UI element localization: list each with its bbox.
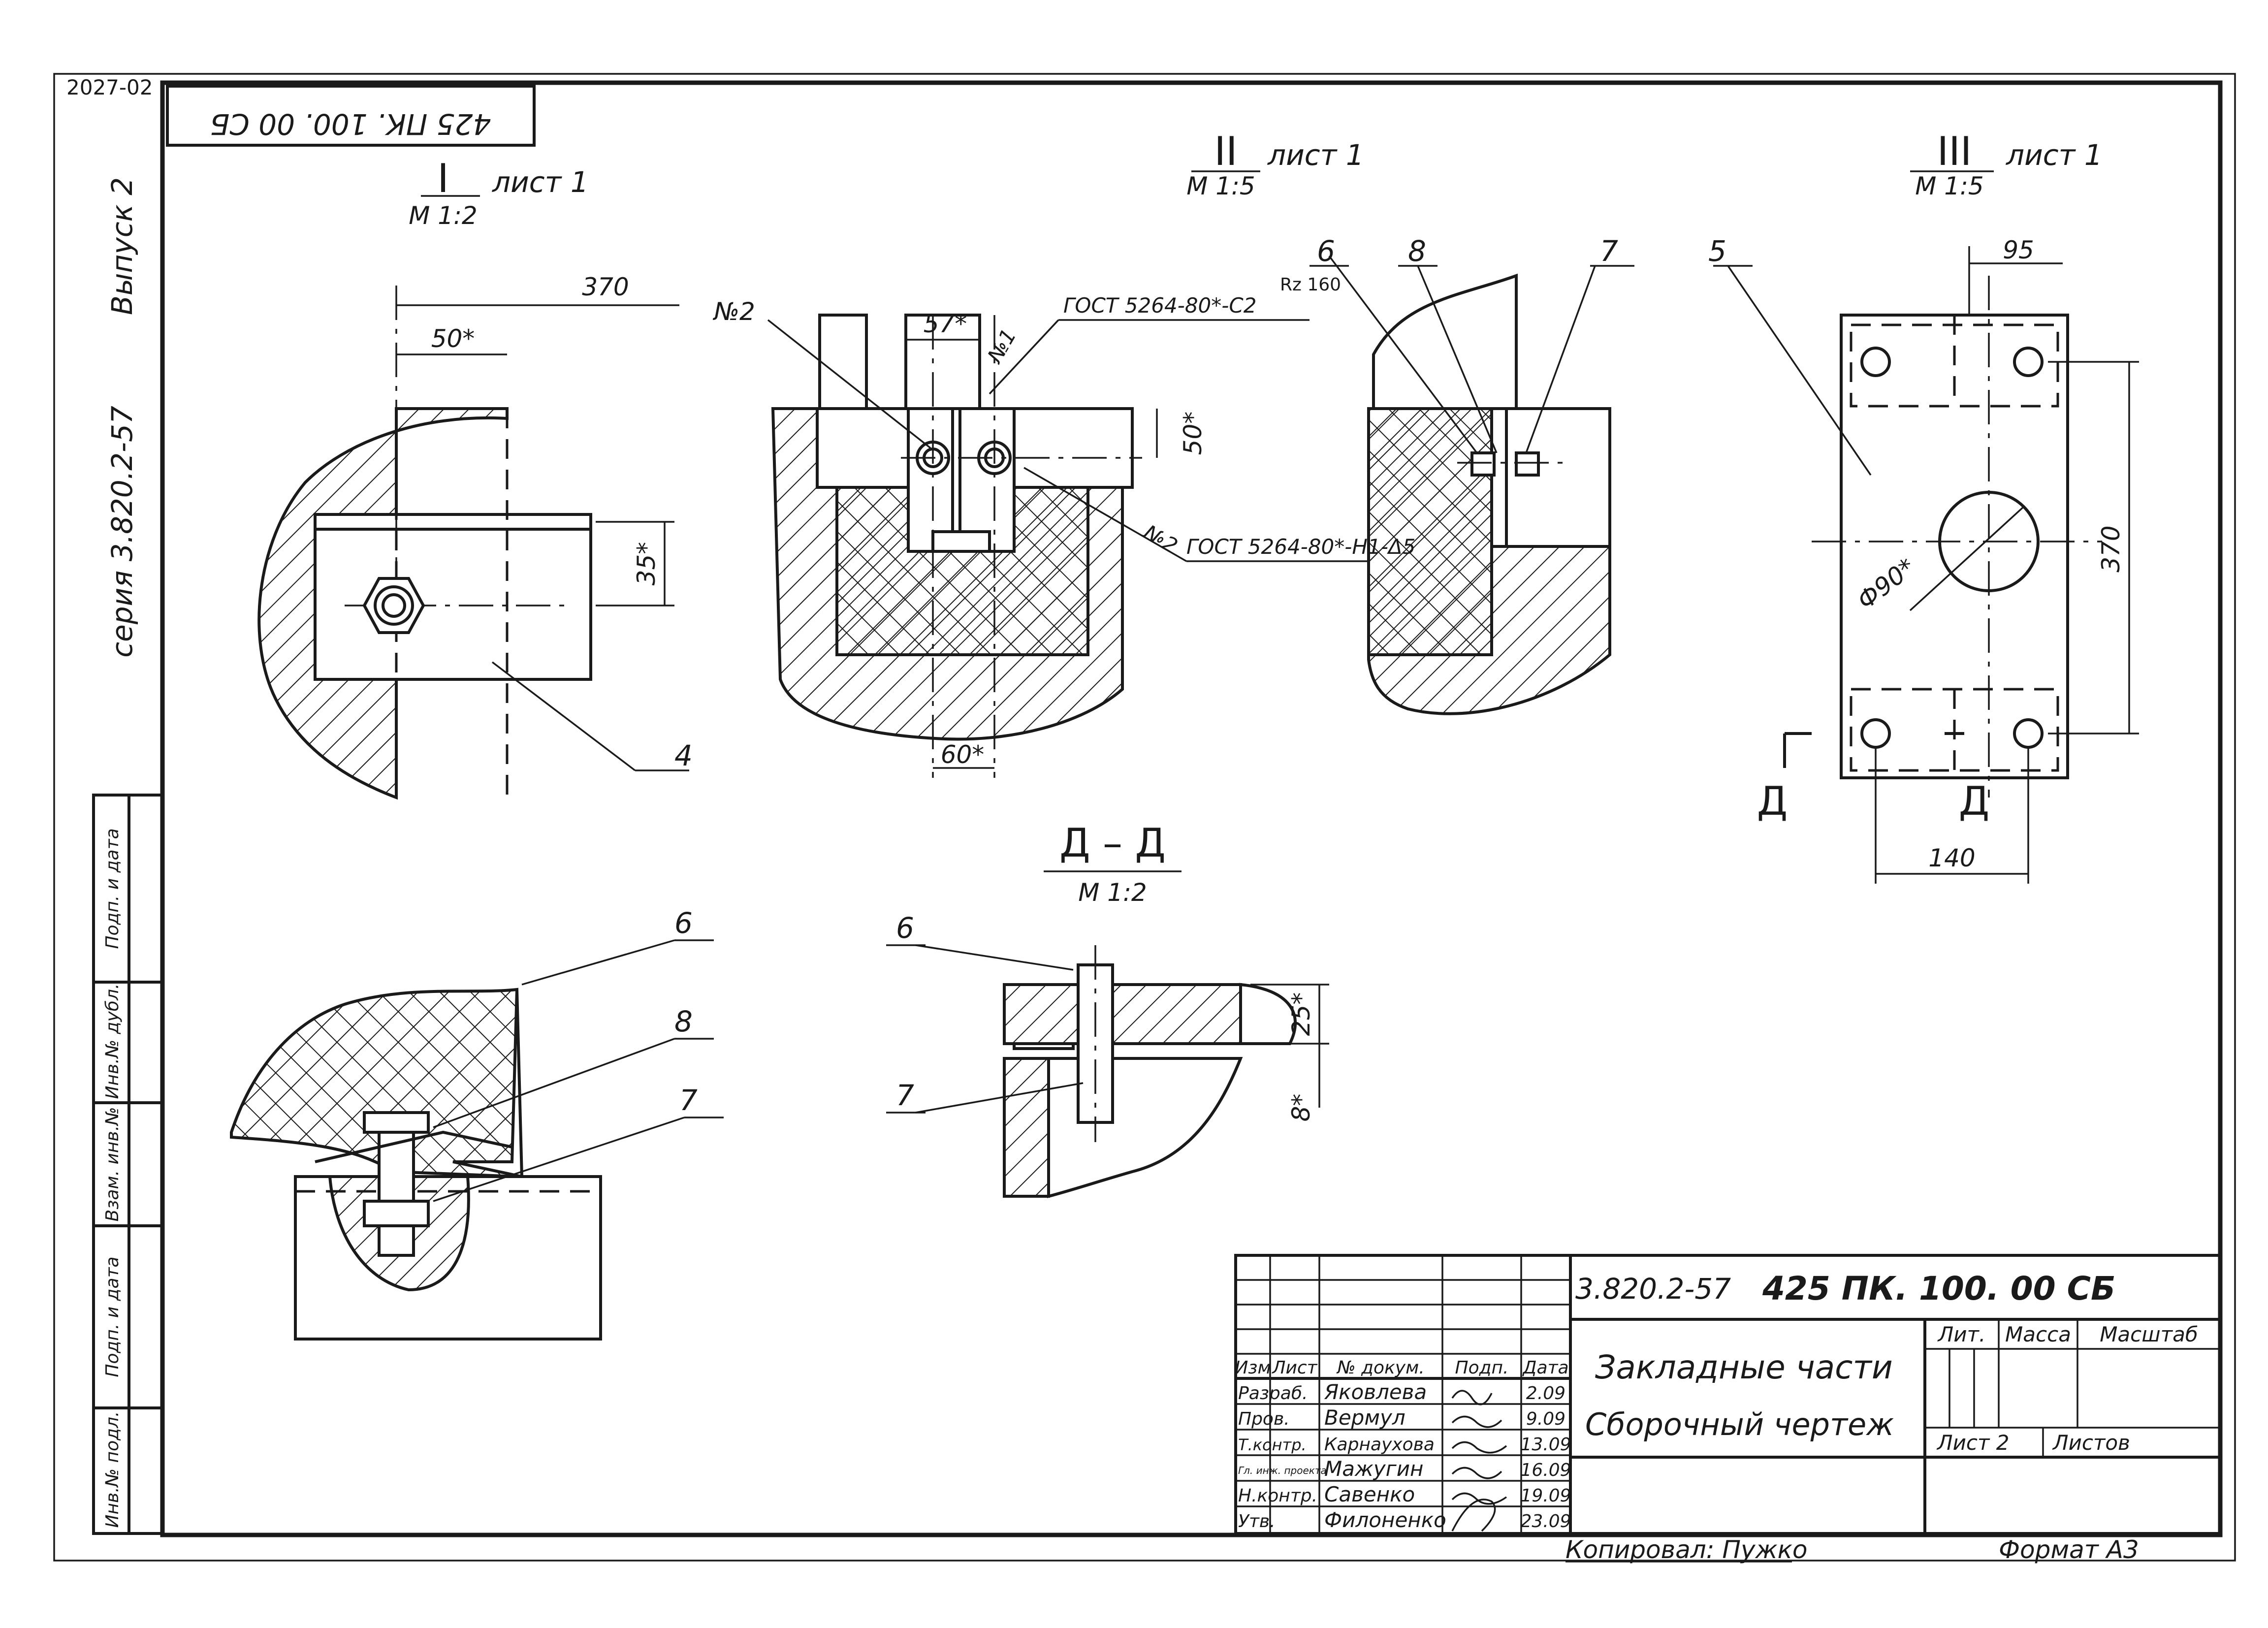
view-2-mark-no1: №1	[982, 325, 1021, 368]
view-1-scale: М 1:2	[409, 201, 478, 230]
view-4-callout-7: 7	[679, 1084, 698, 1117]
tb-row-role: Пров.	[1238, 1409, 1290, 1429]
title-block: 3.820.2-57 425 ПК. 100. 00 СБ Закладные …	[1234, 1254, 2222, 1535]
top-stamp-text: 425 ПК. 100. 00 СБ	[210, 107, 491, 141]
copied-by: Копировал: Пужко	[1565, 1535, 1807, 1564]
section-dd-dim-8: 8*	[1287, 1094, 1315, 1122]
sheet-corner-code: 2027-02	[66, 75, 153, 99]
view-3-label: III лист 1 М 1:5	[1910, 128, 2103, 200]
tb-sheet: Лист 2	[1936, 1431, 2010, 1455]
tb-hdr-list: Лист	[1271, 1358, 1317, 1378]
tb-series-code: 3.820.2-57	[1575, 1272, 1731, 1306]
svg-text:II: II	[1214, 128, 1237, 174]
margin-col-vzam-inv: Взам. инв.№	[102, 1107, 123, 1222]
tb-hdr-izm: Изм	[1235, 1358, 1271, 1378]
section-dd-callout-7: 7	[896, 1079, 914, 1112]
view-1-dim-50: 50*	[431, 324, 475, 353]
detail-callout-7: 7	[1600, 234, 1618, 268]
view-3-scale: М 1:5	[1915, 172, 1984, 200]
view-2-dim-57: 57*	[924, 310, 967, 338]
tb-hdr-sign: Подп.	[1455, 1358, 1509, 1378]
section-dd-title: Д – Д	[1059, 820, 1166, 866]
tb-row-name: Савенко	[1324, 1482, 1415, 1506]
tb-document-code: 425 ПК. 100. 00 СБ	[1762, 1270, 2115, 1308]
issue-label: Выпуск 2	[105, 177, 139, 315]
series-label: серия 3.820.2-57	[105, 406, 139, 658]
tb-row-role: Т.контр.	[1238, 1436, 1307, 1454]
section-dd-dim-25: 25*	[1287, 992, 1315, 1036]
tb-row-role: Н.контр.	[1238, 1486, 1317, 1506]
top-stamp: 425 ПК. 100. 00 СБ	[166, 85, 536, 147]
detail-callout-8: 8	[1408, 234, 1426, 268]
tb-row-role: Разраб.	[1238, 1383, 1308, 1404]
margin-col-inv-podl: Инв.№ подл.	[102, 1411, 123, 1528]
view-2-weld-top: ГОСТ 5264-80*-С2	[1063, 293, 1256, 318]
view-1-beam	[314, 513, 592, 681]
view-detail: 6 8 7	[1310, 234, 1634, 715]
outer-border	[53, 73, 2236, 1562]
section-dd-callout-6: 6	[896, 911, 914, 945]
view-2: II лист 1 М 1:5 57* 50* 60* №2 №1	[712, 128, 1415, 778]
tb-mass: Масса	[2005, 1322, 2071, 1346]
svg-text:лист 1: лист 1	[1267, 138, 1364, 172]
tb-row-name: Вермул	[1324, 1405, 1406, 1430]
view-3: III лист 1 М 1:5 95 370 140 Ф90*	[1708, 128, 2139, 884]
tb-row-date: 9.09	[1526, 1409, 1565, 1429]
tb-row-name: Карнаухова	[1324, 1435, 1435, 1455]
tb-row-name: Яковлева	[1324, 1380, 1427, 1404]
view-2-roughness: Rz 160	[1280, 275, 1341, 295]
tb-row-role: Гл. инж. проекта	[1238, 1465, 1327, 1476]
margin-col-podp-data-1: Подп. и дата	[102, 1256, 123, 1377]
detail-callout-6: 6	[1317, 234, 1335, 268]
tb-row-role: Утв.	[1238, 1511, 1276, 1532]
tb-title-line2: Сборочный чертеж	[1585, 1406, 1894, 1442]
svg-text:I: I	[437, 156, 449, 201]
view-1-callout-4: 4	[674, 739, 693, 772]
view-1-dim-35: 35*	[632, 542, 661, 586]
view-2-mark-no2b: №2	[1139, 519, 1182, 558]
view-2-scale: М 1:5	[1186, 172, 1255, 200]
tb-hdr-doc: № докум.	[1336, 1358, 1424, 1378]
view-1: I лист 1 М 1:2 370 50* 35* 4	[257, 156, 693, 800]
left-margin-stamp: Инв.№ подл. Подп. и дата Взам. инв.№ Инв…	[92, 794, 164, 1535]
view-3-callout-5: 5	[1708, 234, 1726, 268]
view-3-section-mark-right: Д	[1959, 778, 1990, 824]
margin-col-inv-dubl: Инв.№ дубл.	[102, 984, 123, 1099]
tb-signatures	[1451, 1390, 1507, 1532]
view-3-dim-370: 370	[2097, 525, 2125, 572]
format-label: Формат А3	[1999, 1535, 2139, 1564]
view-2-mark-no2: №2	[712, 297, 755, 326]
margin-col-podp-data-2: Подп. и дата	[102, 828, 123, 949]
tb-row-date: 16.09	[1520, 1460, 1571, 1480]
tb-row-date: 2.09	[1526, 1383, 1565, 1404]
tb-lit: Лит.	[1937, 1322, 1986, 1346]
view-4-callout-8: 8	[674, 1005, 693, 1038]
view-1-label: I лист 1 М 1:2	[409, 156, 589, 230]
view-4-callout-6: 6	[674, 906, 693, 940]
view-2-label: II лист 1 М 1:5	[1186, 128, 1364, 200]
tb-row-date: 13.09	[1520, 1435, 1571, 1455]
view-1-dim-370: 370	[582, 273, 629, 301]
tb-sheets: Листов	[2052, 1431, 2130, 1455]
tb-row-name: Мажугин	[1324, 1457, 1424, 1481]
svg-text:III: III	[1937, 128, 1972, 174]
view-3-dim-140: 140	[1928, 844, 1975, 872]
view-3-section-mark-left: Д	[1757, 778, 1788, 824]
tb-hdr-date: Дата	[1522, 1358, 1568, 1378]
view-4: 6 8 7	[230, 906, 724, 1341]
tb-title-line1: Закладные части	[1595, 1348, 1893, 1386]
tb-row-name: Филоненко	[1324, 1508, 1446, 1532]
svg-text:лист 1: лист 1	[492, 165, 589, 199]
view-3-dim-95: 95	[2003, 236, 2034, 264]
tb-row-date: 23.09	[1520, 1511, 1571, 1532]
tb-row-date: 19.09	[1520, 1486, 1571, 1506]
svg-text:лист 1: лист 1	[2006, 138, 2103, 172]
view-2-dim-50: 50*	[1179, 412, 1207, 455]
section-dd-scale: М 1:2	[1078, 878, 1147, 907]
section-dd: Д – Д М 1:2 25* 8* 6 7	[886, 820, 1329, 1198]
view-2-dim-60: 60*	[941, 740, 985, 769]
tb-scale: Масштаб	[2100, 1322, 2198, 1346]
